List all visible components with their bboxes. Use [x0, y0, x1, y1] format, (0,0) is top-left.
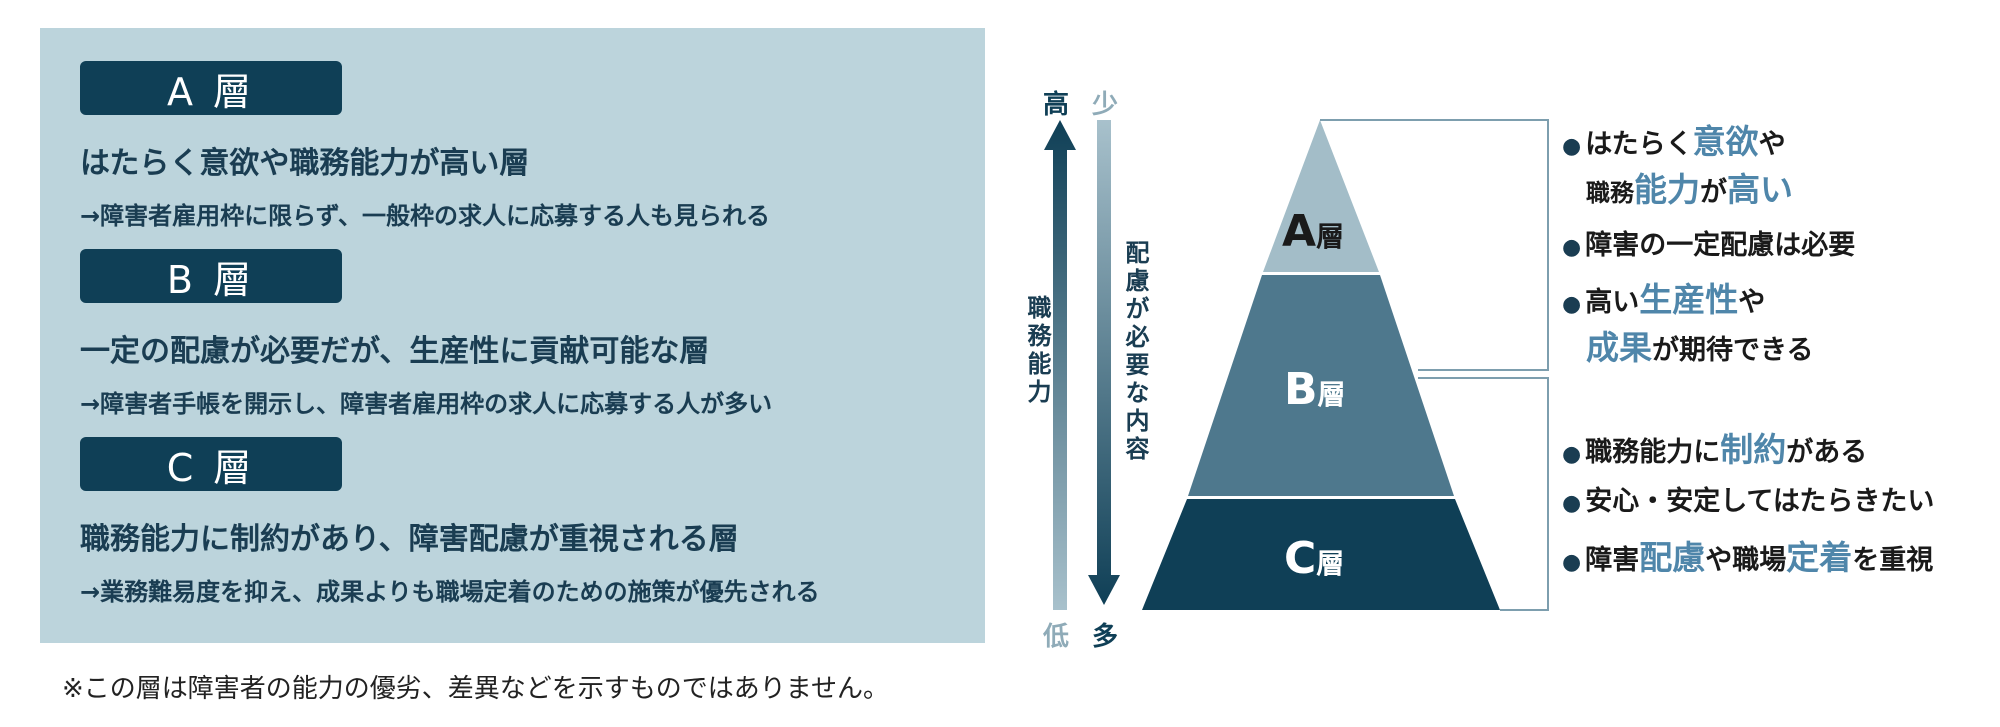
tier-c-pill: C 層 [80, 437, 342, 491]
tier-a-pill: A 層 [80, 61, 342, 115]
pyramid-label-a: A層 [1282, 206, 1345, 257]
bullet-dot-icon: ● [1562, 235, 1582, 260]
tier-b-heading: 一定の配慮が必要だが、生産性に貢献可能な層 [80, 334, 710, 369]
bullet-accommodation-needed: ●障害の一定配慮は必要 [1562, 230, 1856, 261]
ability-low-label: 低 [1043, 622, 1070, 652]
bullet-retention: ●障害配慮や職場定着を重視 [1562, 538, 1934, 577]
bullet-ability-line2: 職務能力が高い [1586, 170, 1793, 209]
tier-b-note: →障害者手帳を開示し、障害者雇用枠の求人に応募する人が多い [80, 390, 773, 418]
top-bracket [1320, 119, 1549, 371]
accommodation-few-label: 少 [1092, 90, 1119, 120]
tier-description-panel: A 層 はたらく意欲や職務能力が高い層 →障害者雇用枠に限らず、一般枠の求人に応… [40, 28, 985, 643]
tier-b-pill: B 層 [80, 249, 342, 303]
pyramid-tier-a [1263, 120, 1379, 272]
pyramid-label-b: B層 [1284, 364, 1346, 415]
tier-a-heading: はたらく意欲や職務能力が高い層 [80, 146, 530, 181]
accommodation-axis-label: 配慮が必要な内容 [1121, 240, 1149, 464]
accommodation-arrow [1088, 120, 1120, 605]
bullet-stability: ●安心・安定してはたらきたい [1562, 486, 1935, 517]
pyramid-tier-c [1142, 499, 1500, 610]
tier-c-heading: 職務能力に制約があり、障害配慮が重視される層 [80, 522, 739, 557]
bullet-motivation: ●はたらく意欲や [1562, 122, 1786, 161]
tier-a-note: →障害者雇用枠に限らず、一般枠の求人に応募する人も見られる [80, 202, 770, 230]
ability-arrow [1044, 120, 1076, 610]
bullet-dot-icon: ● [1562, 292, 1582, 317]
bullet-results-line2: 成果が期待できる [1586, 328, 1814, 367]
ability-axis-label: 職務能力 [1023, 295, 1051, 407]
tier-c-note: →業務難易度を抑え、成果よりも職場定着のための施策が優先される [80, 578, 820, 606]
bullet-constraint: ●職務能力に制約がある [1562, 430, 1868, 469]
pyramid-tier-b [1188, 275, 1454, 496]
bottom-bracket [1418, 377, 1549, 611]
ability-high-label: 高 [1043, 90, 1070, 120]
bullet-productivity: ●高い生産性や [1562, 280, 1766, 319]
bullet-dot-icon: ● [1562, 134, 1582, 159]
bullet-dot-icon: ● [1562, 491, 1582, 516]
accommodation-many-label: 多 [1092, 622, 1119, 652]
bullet-dot-icon: ● [1562, 442, 1582, 467]
bullet-dot-icon: ● [1562, 550, 1582, 575]
pyramid-label-c: C層 [1284, 533, 1345, 584]
footnote: ※この層は障害者の能力の優劣、差異などを示すものではありません。 [62, 674, 890, 704]
